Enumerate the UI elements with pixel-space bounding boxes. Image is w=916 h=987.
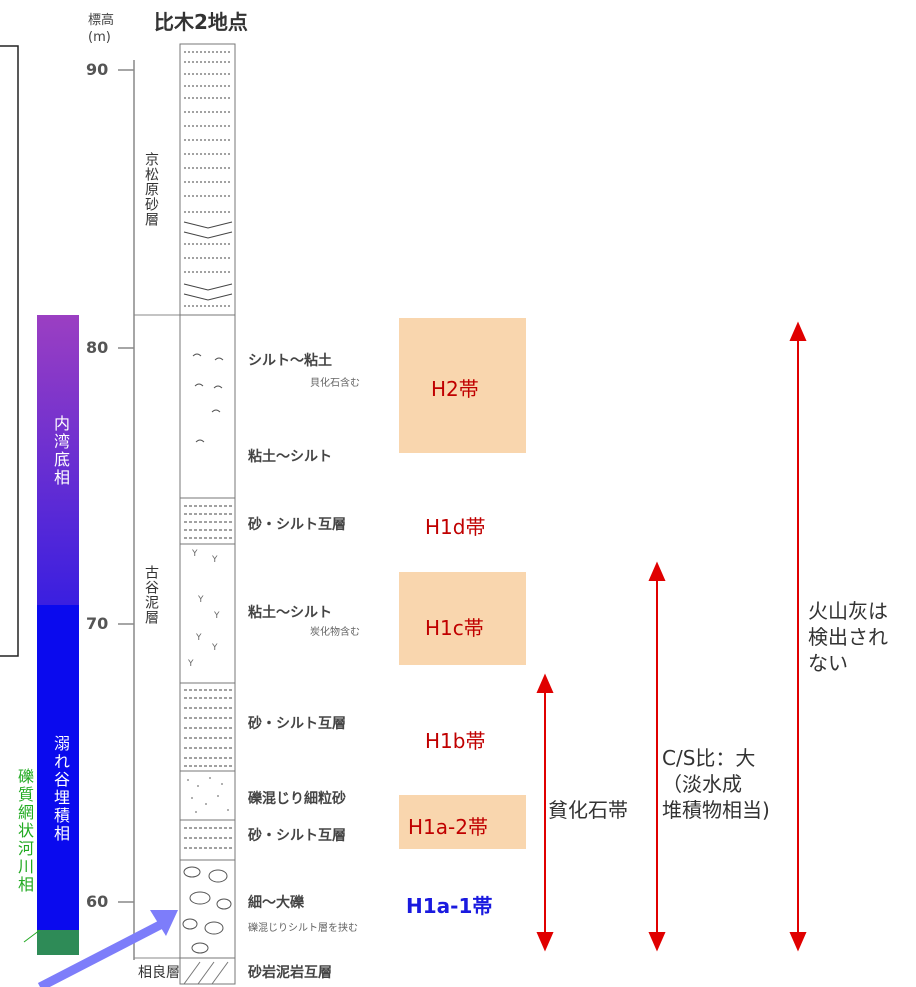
litho-clay-silt-2: 粘土～シルト: [248, 605, 332, 621]
facies-gravel-river: 礫質網状河川相: [15, 768, 34, 894]
page-title: 比木2地点: [154, 10, 248, 34]
tick-label-70: 70: [86, 614, 109, 633]
tick-label-80: 80: [86, 338, 109, 357]
tick-label-60: 60: [86, 892, 109, 911]
litho-sand-silt-3: 砂・シルト互層: [248, 828, 346, 844]
litho-silt-clay: シルト～粘土: [248, 353, 332, 369]
litho-clay-silt-2-sub: 炭化物含む: [310, 627, 360, 638]
zone-h1a2: H1a-2帯: [408, 815, 488, 839]
zone-h1a1: H1a-1帯: [406, 894, 493, 918]
facies-bay-bottom: 内湾底相: [51, 415, 70, 487]
svg-text:Y: Y: [187, 659, 194, 669]
litho-clay-silt: 粘土～シルト: [248, 449, 332, 465]
svg-text:Y: Y: [195, 633, 202, 643]
litho-gravel: 細～大礫: [248, 895, 304, 911]
litho-sand-silt-2: 砂・シルト互層: [248, 716, 346, 732]
note-cs-ratio: C/S比：大 （淡水成 堆積物相当): [662, 745, 770, 823]
formation-upper: 京松原砂層: [143, 152, 159, 227]
svg-text:Y: Y: [211, 555, 218, 565]
svg-text:Y: Y: [211, 643, 218, 653]
note-cs-line1: C/S比：大: [662, 746, 756, 770]
litho-gravel-sand: 礫混じり細粒砂: [248, 791, 346, 807]
note-volcanic-ash: 火山灰は 検出され ない: [808, 598, 888, 676]
valley-fill-facies-bar: [37, 605, 79, 930]
axis-unit-line2: (m): [88, 30, 111, 45]
zone-box-h1a2: [399, 795, 526, 849]
note-ash-line1: 火山灰は: [808, 599, 888, 623]
note-barren-fossil: 貧化石帯: [548, 798, 628, 822]
facies-valley-fill: 溺れ谷埋積相: [51, 735, 70, 843]
svg-text:Y: Y: [197, 595, 204, 605]
columnar-section: YY YY YY Y: [179, 43, 236, 985]
litho-gravel-sub: 礫混じりシルト層を挟む: [248, 923, 358, 934]
axis-unit-line1: 標高: [88, 13, 115, 28]
gravel-river-leader: [23, 929, 41, 943]
litho-silt-clay-sub: 貝化石含む: [310, 378, 360, 389]
blue-pointer-arrow: [37, 910, 178, 987]
zone-h1d: H1d帯: [425, 515, 486, 539]
svg-text:Y: Y: [213, 611, 220, 621]
zone-h1b: H1b帯: [425, 729, 486, 753]
note-cs-line2: （淡水成: [662, 772, 742, 796]
red-range-arrows: [536, 321, 807, 952]
axis-unit: 標高 (m): [88, 12, 114, 46]
zone-box-h1c: [399, 572, 526, 665]
bracket-outline: [0, 45, 19, 657]
litho-sand-silt-1: 砂・シルト互層: [248, 517, 346, 533]
note-cs-line3: 堆積物相当): [662, 798, 770, 822]
bay-bottom-facies-bar: [37, 315, 79, 605]
formation-lower: 相良層: [138, 965, 180, 981]
tick-label-90: 90: [86, 60, 109, 79]
svg-text:Y: Y: [191, 549, 198, 559]
formation-middle: 古谷泥層: [143, 565, 159, 625]
zone-h2: H2帯: [431, 377, 479, 401]
gravel-river-facies-bar: [37, 930, 79, 955]
zone-box-h2: [399, 318, 526, 453]
zone-h1c: H1c帯: [425, 616, 484, 640]
note-ash-line2: 検出され: [808, 625, 888, 649]
litho-sandstone-mudstone: 砂岩泥岩互層: [248, 965, 332, 981]
note-ash-line3: ない: [808, 651, 848, 675]
